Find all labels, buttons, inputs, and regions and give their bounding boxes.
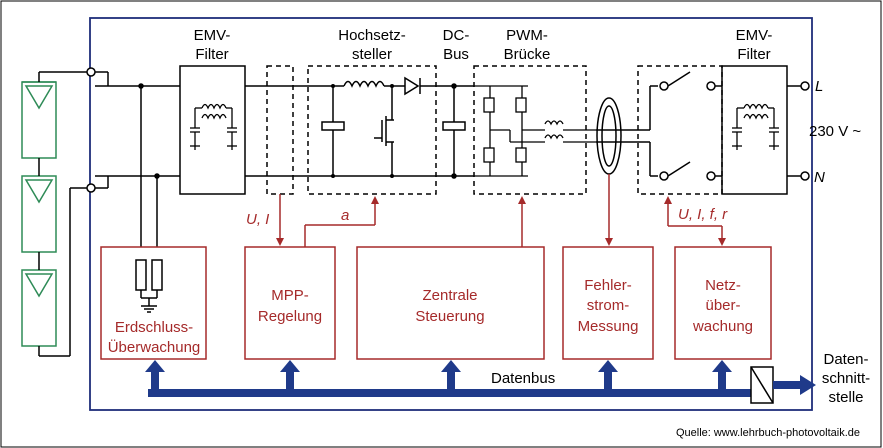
svg-text:strom-: strom- xyxy=(587,297,630,314)
pv-wiring xyxy=(38,71,88,357)
svg-text:Messung: Messung xyxy=(578,318,639,335)
label-data-interface: Daten- schnitt- stelle xyxy=(822,351,870,406)
dc-bus-capacitor xyxy=(436,83,474,179)
svg-text:MPP-: MPP- xyxy=(271,287,309,304)
datenbus xyxy=(145,360,816,404)
dc-plus-terminal xyxy=(86,67,96,77)
module-mpp xyxy=(244,246,336,360)
svg-text:über-: über- xyxy=(705,297,740,314)
label-meas-a: a xyxy=(341,207,349,224)
svg-text:PWM-: PWM- xyxy=(506,27,548,44)
dc-rails xyxy=(95,71,308,189)
module-netz xyxy=(674,246,772,360)
svg-text:Hochsetz-: Hochsetz- xyxy=(338,27,406,44)
svg-text:DC-: DC- xyxy=(443,27,470,44)
dc-minus-terminal xyxy=(86,183,96,193)
module-zentrale xyxy=(356,246,545,360)
svg-text:Bus: Bus xyxy=(443,46,469,63)
signal-arrows xyxy=(276,174,726,247)
module-mpp-text: MPP- Regelung xyxy=(258,287,322,325)
svg-text:stelle: stelle xyxy=(828,389,863,406)
svg-text:Regelung: Regelung xyxy=(258,308,322,325)
svg-text:steller: steller xyxy=(352,46,392,63)
svg-text:Netz-: Netz- xyxy=(705,277,741,294)
inverter-enclosure xyxy=(89,17,813,411)
phase-N-terminal xyxy=(800,171,810,181)
svg-text:Erdschluss-: Erdschluss- xyxy=(115,319,193,336)
module-fehlerstrom xyxy=(562,246,654,360)
svg-text:Filter: Filter xyxy=(195,46,228,63)
module-fehlerstrom-text: Fehler- strom- Messung xyxy=(578,277,639,335)
pwm-bridge xyxy=(473,65,596,195)
svg-text:Daten-: Daten- xyxy=(823,351,868,368)
svg-text:Filter: Filter xyxy=(737,46,770,63)
label-phase-N: N xyxy=(814,169,825,186)
module-netz-text: Netz- über- wachung xyxy=(692,277,753,335)
pv-modules xyxy=(21,81,57,347)
pv-module-2 xyxy=(21,175,57,253)
module-erdschluss-text: Erdschluss- Überwachung xyxy=(108,319,201,356)
svg-text:Überwachung: Überwachung xyxy=(108,338,201,356)
phase-L-terminal xyxy=(800,81,810,91)
ac-rails xyxy=(628,85,658,177)
label-pwm: PWM- Brücke xyxy=(504,27,551,63)
emv-filter-left xyxy=(179,65,246,195)
svg-text:schnitt-: schnitt- xyxy=(822,370,870,387)
emv-filter-right xyxy=(721,65,801,195)
earth-fault-taps xyxy=(138,83,160,260)
pv-module-3 xyxy=(21,269,57,347)
earth-fault-resistors xyxy=(135,259,163,313)
svg-text:Fehler-: Fehler- xyxy=(584,277,632,294)
label-datenbus: Datenbus xyxy=(491,370,555,387)
label-emv-right: EMV- Filter xyxy=(736,27,773,63)
source-credit: Quelle: www.lehrbuch-photovoltaik.de xyxy=(676,427,860,439)
label-emv-left: EMV- Filter xyxy=(194,27,231,63)
label-phase-L: L xyxy=(815,78,823,95)
label-voltage: 230 V ~ xyxy=(809,123,861,140)
svg-text:EMV-: EMV- xyxy=(736,27,773,44)
label-dc-bus: DC- Bus xyxy=(443,27,470,63)
pv-module-1 xyxy=(21,81,57,159)
label-booster: Hochsetz- steller xyxy=(338,27,406,63)
dc-measurement-box xyxy=(266,65,294,195)
boost-converter xyxy=(307,65,437,195)
label-meas-uifr: U, I, f, r xyxy=(678,206,728,223)
svg-text:Zentrale: Zentrale xyxy=(422,287,477,304)
svg-text:Brücke: Brücke xyxy=(504,46,551,63)
label-meas-ui: U, I xyxy=(246,211,269,228)
current-sensor-toroid xyxy=(596,97,628,175)
svg-text:Steuerung: Steuerung xyxy=(415,308,484,325)
module-zentrale-text: Zentrale Steuerung xyxy=(415,287,484,325)
svg-text:EMV-: EMV- xyxy=(194,27,231,44)
svg-text:wachung: wachung xyxy=(692,318,753,335)
